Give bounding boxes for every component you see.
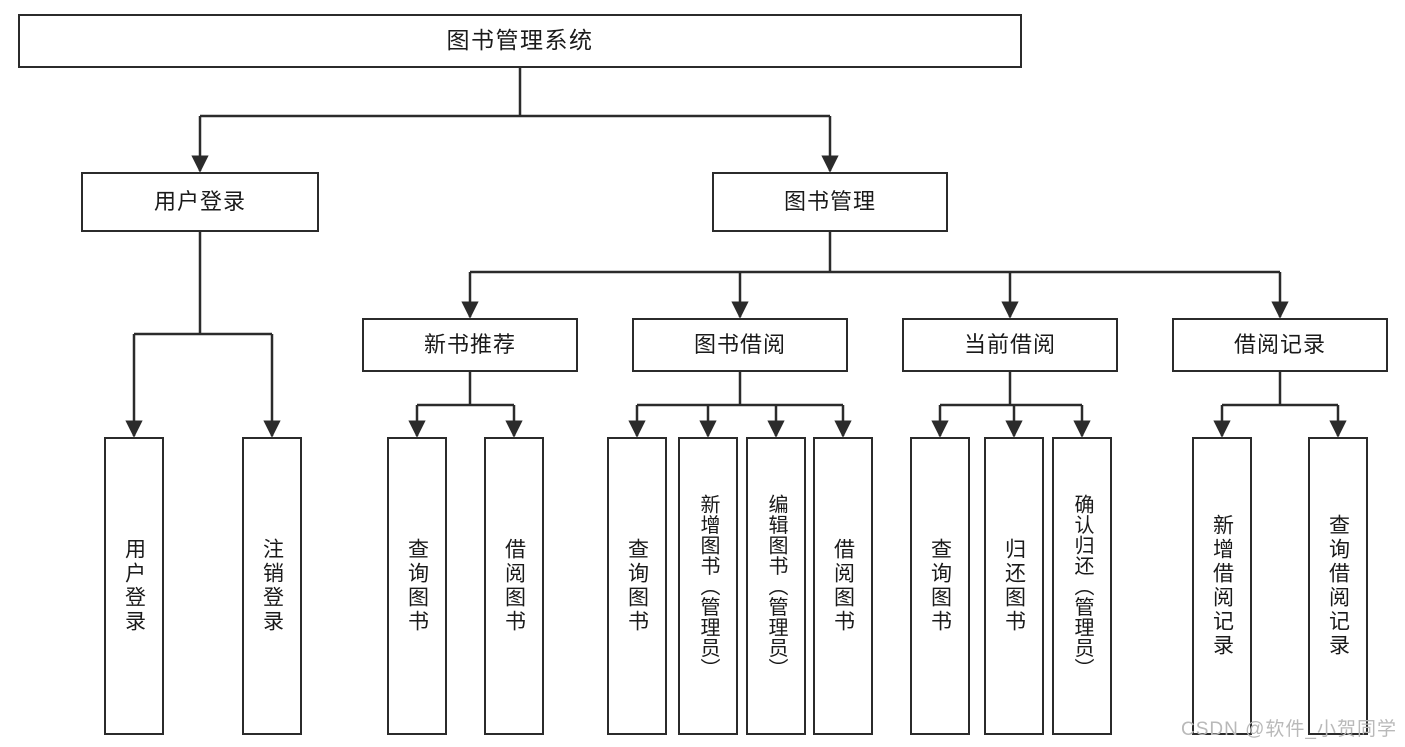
- node-leaf-edit-book-label: 编辑图书（管理员）: [765, 493, 787, 679]
- node-leaf-query-book-2-label: 查询图书: [625, 538, 649, 634]
- node-leaf-user-login[interactable]: 用户登录: [104, 437, 164, 735]
- node-leaf-borrow-book-1-label: 借阅图书: [502, 538, 526, 634]
- node-user-login[interactable]: 用户登录: [81, 172, 319, 232]
- node-leaf-user-login-label: 用户登录: [122, 538, 146, 634]
- node-leaf-add-borrow-record[interactable]: 新增借阅记录: [1192, 437, 1252, 735]
- node-leaf-borrow-book-2-label: 借阅图书: [831, 538, 855, 634]
- node-new-book-recommendation[interactable]: 新书推荐: [362, 318, 578, 372]
- node-leaf-confirm-return[interactable]: 确认归还（管理员）: [1052, 437, 1112, 735]
- node-leaf-query-book-3-label: 查询图书: [928, 538, 952, 634]
- node-leaf-query-book-3[interactable]: 查询图书: [910, 437, 970, 735]
- node-leaf-add-book[interactable]: 新增图书（管理员）: [678, 437, 738, 735]
- node-leaf-add-borrow-record-label: 新增借阅记录: [1210, 514, 1234, 658]
- node-book-manage[interactable]: 图书管理: [712, 172, 948, 232]
- node-leaf-borrow-book-1[interactable]: 借阅图书: [484, 437, 544, 735]
- node-leaf-user-logout[interactable]: 注销登录: [242, 437, 302, 735]
- node-current-borrow-label: 当前借阅: [963, 332, 1056, 358]
- node-leaf-query-borrow-record[interactable]: 查询借阅记录: [1308, 437, 1368, 735]
- node-borrow-record-label: 借阅记录: [1233, 332, 1326, 358]
- node-new-book-recommendation-label: 新书推荐: [423, 332, 516, 358]
- node-borrow-record[interactable]: 借阅记录: [1172, 318, 1388, 372]
- node-leaf-return-book[interactable]: 归还图书: [984, 437, 1044, 735]
- node-leaf-borrow-book-2[interactable]: 借阅图书: [813, 437, 873, 735]
- tree-edges: [125, 68, 1347, 438]
- node-leaf-query-book-1-label: 查询图书: [405, 538, 429, 634]
- node-leaf-query-borrow-record-label: 查询借阅记录: [1326, 514, 1350, 658]
- node-book-borrow-label: 图书借阅: [693, 332, 786, 358]
- node-leaf-edit-book[interactable]: 编辑图书（管理员）: [746, 437, 806, 735]
- node-leaf-query-book-1[interactable]: 查询图书: [387, 437, 447, 735]
- node-user-login-label: 用户登录: [153, 189, 246, 215]
- node-book-manage-label: 图书管理: [783, 189, 876, 215]
- csdn-watermark: CSDN @软件_小贺同学: [1181, 719, 1397, 740]
- node-leaf-query-book-2[interactable]: 查询图书: [607, 437, 667, 735]
- node-leaf-add-book-label: 新增图书（管理员）: [697, 493, 719, 679]
- node-root[interactable]: 图书管理系统: [18, 14, 1022, 68]
- node-current-borrow[interactable]: 当前借阅: [902, 318, 1118, 372]
- node-leaf-user-logout-label: 注销登录: [260, 538, 284, 634]
- node-root-label: 图书管理系统: [446, 27, 594, 54]
- node-leaf-return-book-label: 归还图书: [1002, 538, 1026, 634]
- node-leaf-confirm-return-label: 确认归还（管理员）: [1071, 493, 1093, 679]
- node-book-borrow[interactable]: 图书借阅: [632, 318, 848, 372]
